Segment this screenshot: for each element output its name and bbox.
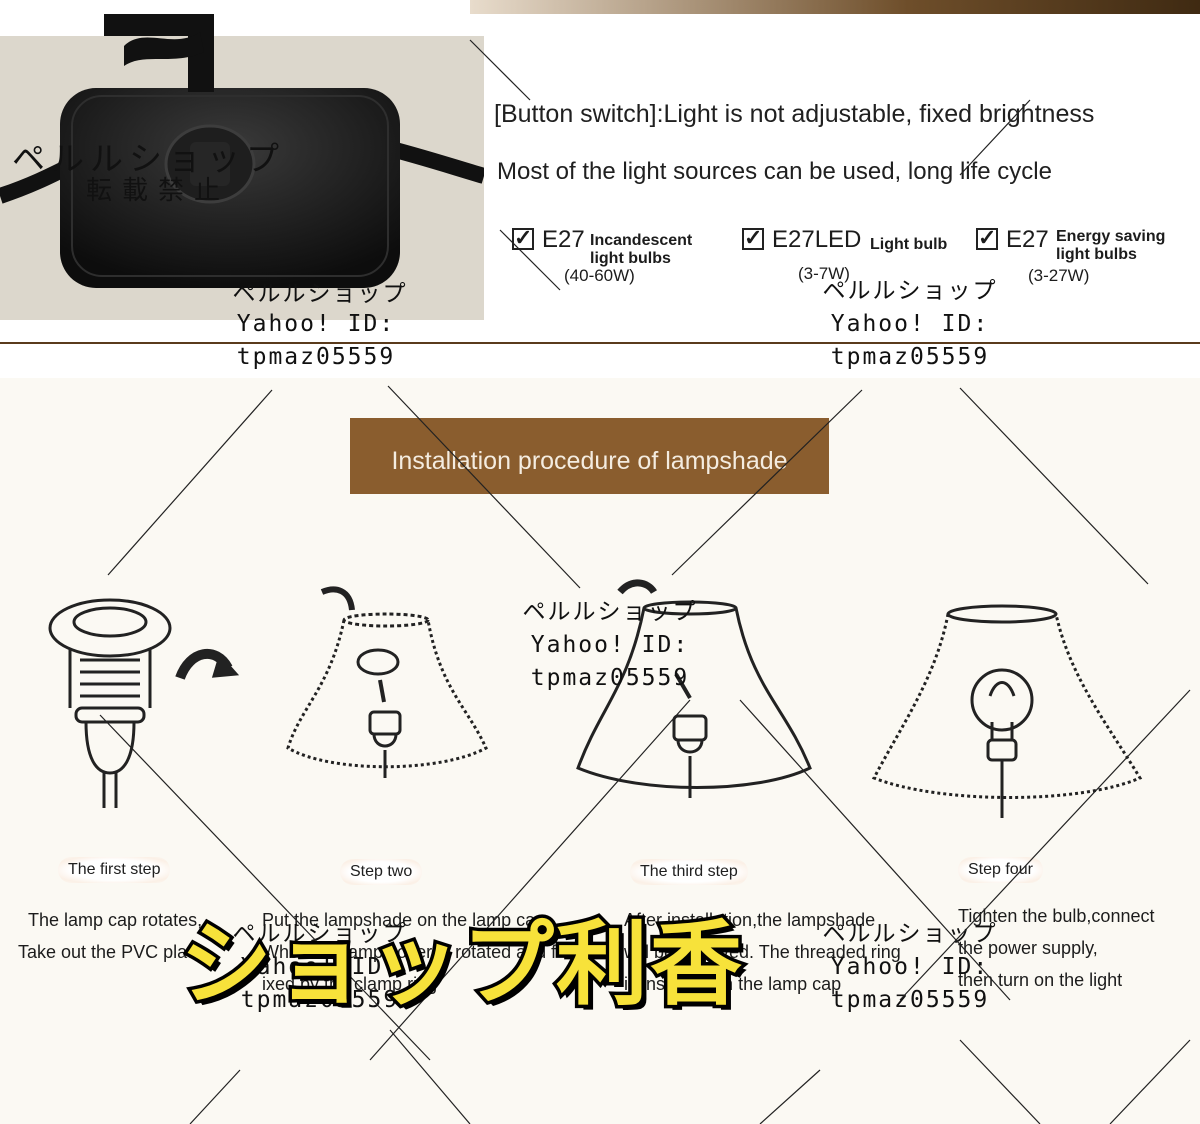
step-label-2: Step two bbox=[340, 859, 423, 885]
watermark-top-left: Yahoo! ID: tpmaz05559 bbox=[216, 308, 416, 374]
watermark-id: tpmaz05559 bbox=[530, 665, 690, 691]
bulb-desc: Light bulb bbox=[870, 236, 948, 253]
stamp-mark-icon bbox=[104, 14, 214, 92]
bulb-code: E27LED bbox=[772, 226, 862, 253]
watermark-id-line: Yahoo! ID: bbox=[236, 311, 396, 337]
step4-bulb-icon bbox=[871, 604, 1143, 818]
bulb-desc: Energy saving light bulbs bbox=[1056, 228, 1166, 263]
switch-subtitle: Most of the light sources can be used, l… bbox=[497, 158, 1052, 185]
watermark-shop: ペルルショップ bbox=[822, 921, 998, 947]
watermark-shop: ペルルショップ bbox=[232, 281, 408, 307]
bulb-watt: (40-60W) bbox=[564, 266, 635, 285]
divider-line bbox=[0, 342, 1200, 344]
step-label-3: The third step bbox=[630, 859, 748, 885]
photo-stamp-note: 転載禁止 bbox=[86, 176, 231, 206]
checkbox-icon: ✓ bbox=[976, 225, 998, 250]
photo-watermark: ペルルショップ bbox=[220, 278, 420, 311]
shop-brand-overlay: ショップ利香 bbox=[176, 908, 745, 1022]
bulb-type-incandescent: ✓ E27 Incandescent light bulbs (40-60W) bbox=[512, 226, 722, 296]
watermark-id-line: Yahoo! ID: bbox=[830, 954, 990, 980]
switch-photo: ペルルショップ 転載禁止 ペルルショップ bbox=[0, 36, 484, 320]
watermark-center: ペルルショップ Yahoo! ID: tpmaz05559 bbox=[500, 596, 720, 695]
bulb-code: E27 bbox=[1006, 226, 1049, 253]
decorative-top-bar bbox=[470, 0, 1200, 14]
watermark-shop: ペルルショップ bbox=[522, 599, 698, 625]
photo-stamp-shop: ペルルショップ bbox=[12, 139, 285, 178]
checkbox-icon: ✓ bbox=[742, 225, 764, 250]
step2-lampshade-icon bbox=[286, 586, 488, 778]
watermark-id-line: Yahoo! ID: bbox=[530, 632, 690, 658]
switch-info-section: ペルルショップ 転載禁止 ペルルショップ [Button switch]:Lig… bbox=[0, 0, 1200, 370]
switch-title: [Button switch]:Light is not adjustable,… bbox=[494, 100, 1095, 128]
step1-socket-icon bbox=[48, 598, 240, 808]
bulb-desc: Incandescent light bulbs bbox=[590, 232, 693, 267]
bulb-watt: (3-7W) bbox=[798, 264, 850, 283]
watermark-id-line: Yahoo! ID: bbox=[830, 311, 990, 337]
step-label-1: The first step bbox=[58, 857, 171, 883]
watermark-id: tpmaz05559 bbox=[830, 344, 990, 370]
watermark-bottom-right: ペルルショップ Yahoo! ID: tpmaz05559 bbox=[800, 918, 1020, 1017]
watermark-id: tpmaz05559 bbox=[830, 987, 990, 1013]
bulb-watt: (3-27W) bbox=[1028, 266, 1090, 285]
bulb-type-led: ✓ E27LED Light bulb (3-7W) bbox=[742, 226, 982, 296]
bulb-code: E27 bbox=[542, 226, 585, 253]
watermark-id: tpmaz05559 bbox=[236, 344, 396, 370]
watermark-shop: ペルルショップ bbox=[822, 278, 998, 304]
checkbox-icon: ✓ bbox=[512, 225, 534, 250]
step-label-4: Step four bbox=[958, 857, 1043, 883]
bulb-type-energy-saving: ✓ E27 Energy saving light bulbs (3-27W) bbox=[976, 226, 1196, 296]
watermark-top-right: ペルルショップ Yahoo! ID: tpmaz05559 bbox=[800, 275, 1020, 374]
